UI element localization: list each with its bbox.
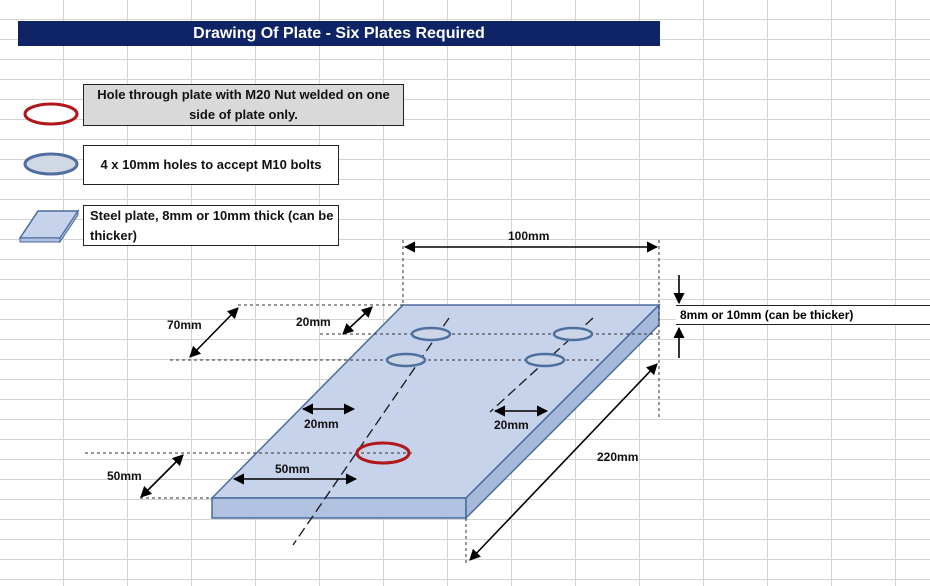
bolt-hole-back-right [552, 326, 594, 342]
dim-arrow-depth-to-nut [189, 307, 239, 358]
dim-label-bolt-left: 20mm [304, 417, 339, 431]
dim-label-bolt-right: 20mm [494, 418, 529, 432]
dim-label-width: 100mm [508, 229, 550, 243]
dim-label-length: 220mm [597, 450, 639, 464]
dim-label-nut-from-edge: 50mm [107, 469, 142, 483]
page-title: Drawing Of Plate - Six Plates Required [18, 21, 660, 46]
dim-arrow-nut-from-edge [140, 454, 184, 498]
nut-hole [355, 441, 411, 465]
dim-arrow-bolt-row [342, 306, 373, 335]
bolt-hole-front-left [385, 352, 427, 368]
bolt-hole-back-left [410, 326, 452, 342]
plate-front-face [211, 497, 467, 519]
legend-steel-plate-label: Steel plate, 8mm or 10mm thick (can be t… [83, 205, 339, 246]
centre-line-left [292, 317, 450, 546]
legend-bolt-holes-label: 4 x 10mm holes to accept M10 bolts [83, 145, 339, 185]
bolt-hole-front-right [524, 352, 566, 368]
dim-label-nut-from-end: 50mm [275, 462, 310, 476]
legend-nut-hole-label: Hole through plate with M20 Nut welded o… [83, 84, 404, 126]
dim-label-depth-to-nut: 70mm [167, 318, 202, 332]
dim-label-bolt-row: 20mm [296, 315, 331, 329]
dim-arrow-length [469, 363, 658, 561]
legend-nut-hole-icon [23, 102, 79, 126]
dim-label-thickness: 8mm or 10mm (can be thicker) [676, 305, 930, 325]
legend-bolt-hole-icon [23, 152, 79, 176]
